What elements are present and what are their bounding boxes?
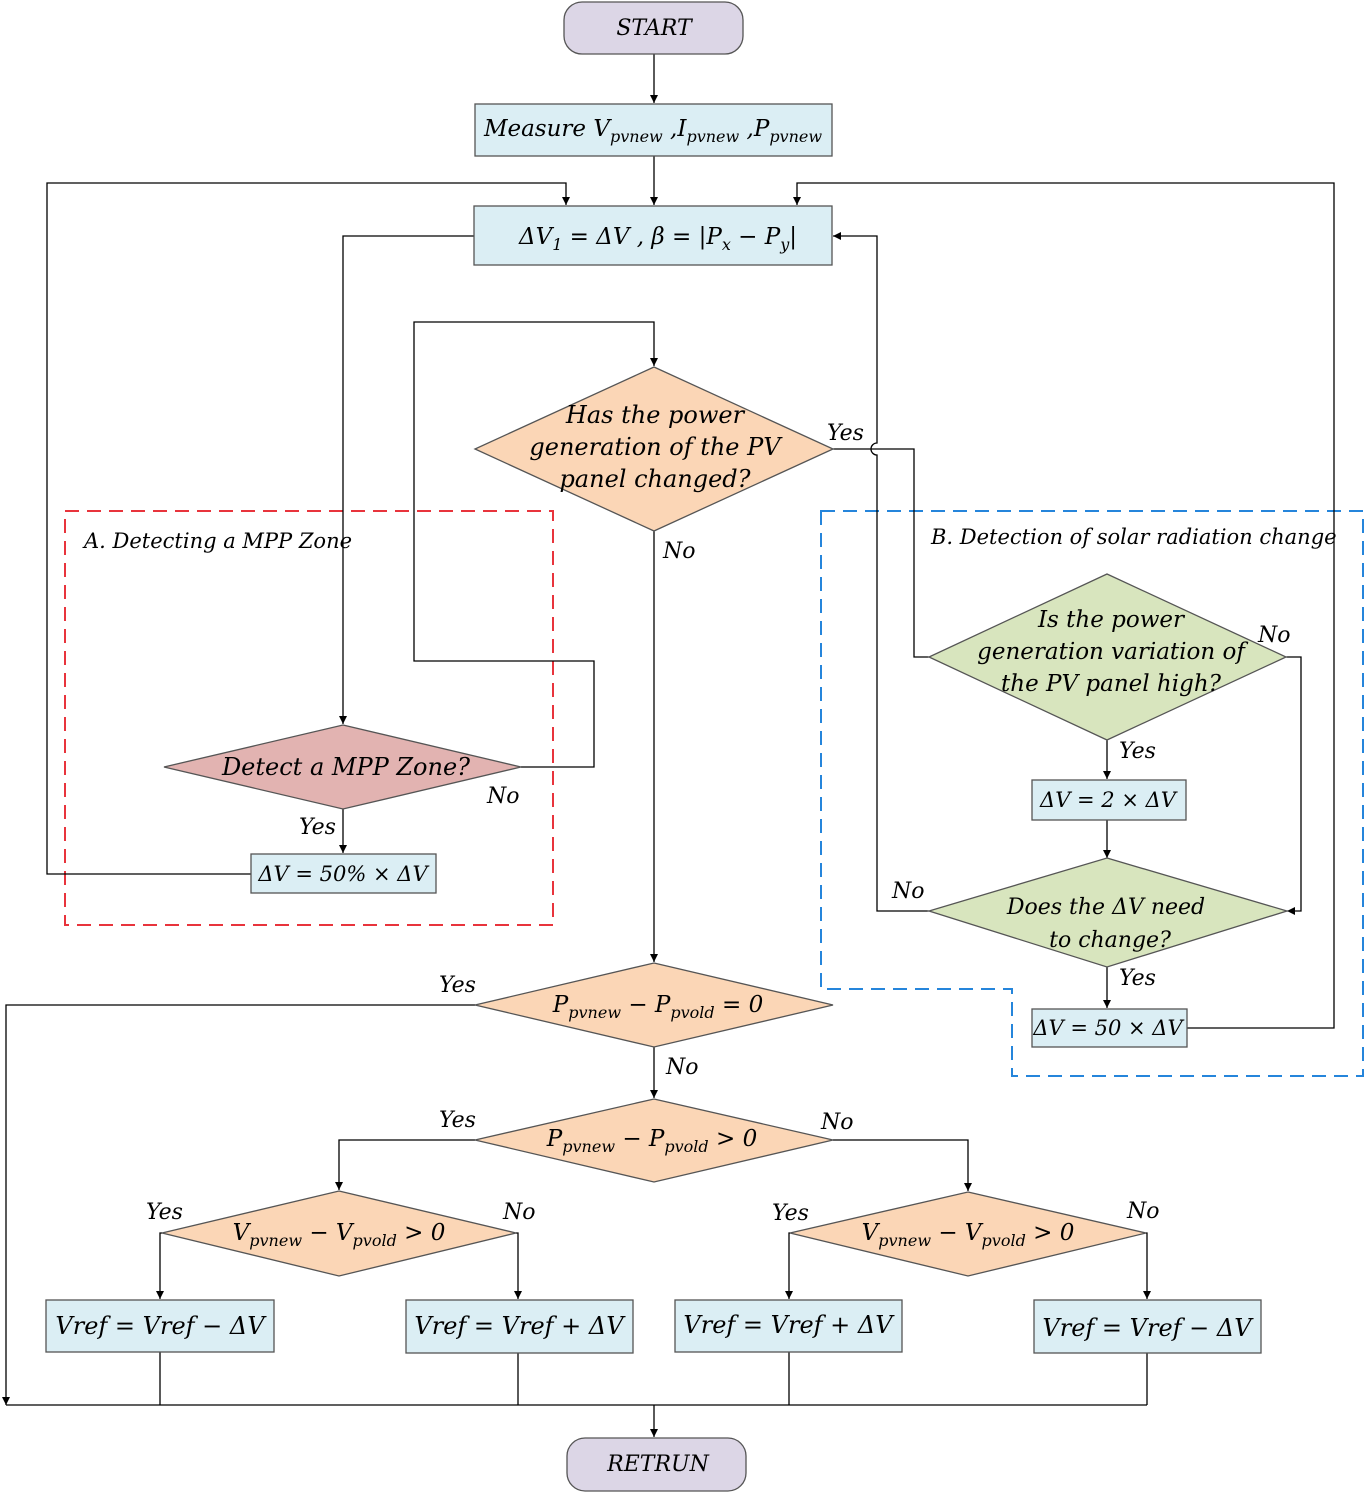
p-zero-no-label: No bbox=[665, 1055, 699, 1080]
detect-mpp-decision: Detect a MPP Zone? bbox=[163, 724, 522, 810]
p-diff-zero-label: Ppvnew − Ppvold = 0 bbox=[552, 992, 763, 1022]
need-change-yes-label: Yes bbox=[1119, 966, 1156, 991]
vref-process-2: Vref = Vref + ΔV bbox=[405, 1299, 634, 1354]
p-diff-pos-label: Ppvnew − Ppvold > 0 bbox=[546, 1126, 757, 1156]
variation-high-decision: Is the power generation variation of the… bbox=[927, 573, 1288, 741]
variation-yes-label: Yes bbox=[1119, 739, 1156, 764]
need-change-decision: Does the ΔV need to change? bbox=[926, 857, 1290, 968]
detect-mpp-yes-label: Yes bbox=[299, 815, 336, 840]
zone-a-label: A. Detecting a MPP Zone bbox=[82, 529, 352, 553]
power-changed-yes-label: Yes bbox=[827, 421, 864, 446]
variation-no-label: No bbox=[1257, 623, 1291, 648]
vref-process-4: Vref = Vref − ΔV bbox=[1033, 1299, 1262, 1354]
measure-process: Measure Vpvnew ,Ipvnew ,Ppvnew bbox=[474, 103, 833, 157]
init-process: ΔV1 = ΔV , β = |Px − Py| bbox=[473, 205, 833, 266]
variation-line-3: the PV panel high? bbox=[1001, 671, 1222, 697]
v-right-no-label: No bbox=[1126, 1199, 1160, 1224]
edge-labels: Yes No No Yes No Yes No Yes Yes No Yes N… bbox=[146, 421, 1291, 1226]
v-left-yes-label: Yes bbox=[146, 1200, 183, 1225]
start-label: START bbox=[616, 16, 694, 41]
zone-b-box bbox=[820, 510, 1364, 1077]
dv-fifty-label: ΔV = 50 × ΔV bbox=[1032, 1016, 1184, 1040]
vref-4-label: Vref = Vref − ΔV bbox=[1042, 1314, 1254, 1342]
dv-double-label: ΔV = 2 × ΔV bbox=[1039, 788, 1178, 812]
p-pos-yes-label: Yes bbox=[439, 1108, 476, 1133]
variation-line-1: Is the power bbox=[1037, 607, 1186, 633]
measure-label: Measure Vpvnew ,Ipvnew ,Ppvnew bbox=[483, 116, 822, 146]
dv-double-process: ΔV = 2 × ΔV bbox=[1031, 779, 1187, 821]
detect-mpp-label: Detect a MPP Zone? bbox=[221, 753, 470, 781]
vref-1-label: Vref = Vref − ΔV bbox=[55, 1312, 267, 1340]
power-changed-line-2: generation of the PV bbox=[529, 433, 783, 461]
p-pos-no-label: No bbox=[820, 1110, 854, 1135]
vref-process-1: Vref = Vref − ΔV bbox=[45, 1299, 275, 1353]
need-change-line-2: to change? bbox=[1049, 928, 1171, 953]
power-changed-decision: Has the power generation of the PV panel… bbox=[473, 366, 835, 532]
zone-b-label: B. Detection of solar radiation change bbox=[930, 525, 1337, 549]
need-change-no-label: No bbox=[891, 879, 925, 904]
start-terminal: START bbox=[563, 1, 744, 55]
zone-a-box bbox=[64, 510, 554, 926]
v-diff-right-decision: Vpvnew − Vpvold > 0 bbox=[789, 1191, 1147, 1277]
v-left-no-label: No bbox=[502, 1200, 536, 1225]
power-changed-no-label: No bbox=[662, 539, 696, 564]
p-zero-yes-label: Yes bbox=[439, 973, 476, 998]
dv-fifty-process: ΔV = 50 × ΔV bbox=[1031, 1008, 1188, 1048]
power-changed-line-3: panel changed? bbox=[559, 465, 750, 493]
return-terminal: RETRUN bbox=[566, 1437, 747, 1492]
vref-2-label: Vref = Vref + ΔV bbox=[414, 1312, 626, 1340]
v-diff-right-label: Vpvnew − Vpvold > 0 bbox=[862, 1220, 1075, 1250]
dv-half-label: ΔV = 50% × ΔV bbox=[257, 862, 429, 886]
connectors bbox=[2, 54, 1335, 1437]
detect-mpp-no-label: No bbox=[486, 784, 520, 809]
dv-half-process: ΔV = 50% × ΔV bbox=[250, 853, 437, 894]
need-change-line-1: Does the ΔV need bbox=[1006, 895, 1205, 920]
v-right-yes-label: Yes bbox=[772, 1201, 809, 1226]
variation-line-2: generation variation of bbox=[977, 639, 1248, 665]
power-changed-line-1: Has the power bbox=[565, 401, 746, 429]
v-diff-left-decision: Vpvnew − Vpvold > 0 bbox=[161, 1190, 517, 1277]
p-diff-pos-decision: Ppvnew − Ppvold > 0 bbox=[474, 1098, 834, 1183]
vref-process-3: Vref = Vref + ΔV bbox=[674, 1299, 903, 1353]
vref-3-label: Vref = Vref + ΔV bbox=[683, 1311, 895, 1339]
v-diff-left-label: Vpvnew − Vpvold > 0 bbox=[233, 1220, 446, 1250]
init-label: ΔV1 = ΔV , β = |Px − Py| bbox=[518, 224, 797, 254]
p-diff-zero-decision: Ppvnew − Ppvold = 0 bbox=[474, 962, 834, 1048]
return-label: RETRUN bbox=[606, 1452, 709, 1477]
